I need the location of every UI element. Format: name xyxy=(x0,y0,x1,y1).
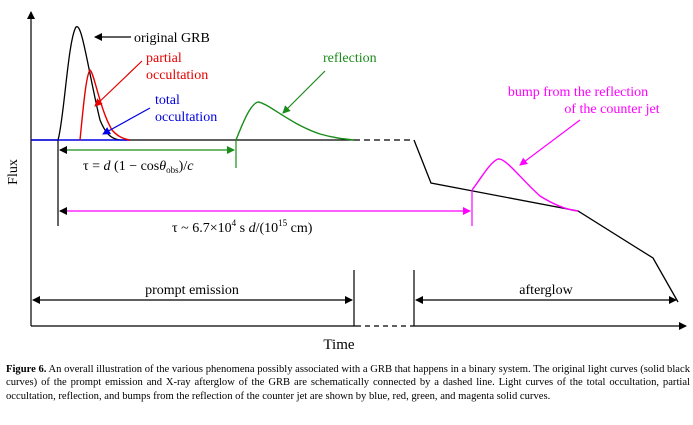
tau-reflection-equation: τ = d (1 − cosθobs)/c xyxy=(83,159,194,175)
total-occultation-arrow xyxy=(102,107,151,135)
original-grb-label: original GRB xyxy=(134,31,210,46)
total-occultation-label-2: occultation xyxy=(155,110,217,125)
partial-occultation-arrow xyxy=(94,60,143,107)
figure-caption: Figure 6. An overall illustration of the… xyxy=(6,363,690,403)
counterjet-label-2: of the counter jet xyxy=(564,102,659,117)
partial-occultation-label-2: occultation xyxy=(146,68,208,83)
counterjet-bump-curve xyxy=(471,158,579,212)
caption-text: An overall illustration of the various p… xyxy=(6,364,691,402)
afterglow-curve xyxy=(413,139,679,303)
partial-occultation-label-1: partial xyxy=(146,51,182,66)
reflection-label: reflection xyxy=(323,51,377,66)
counterjet-label-1: bump from the reflection xyxy=(508,85,648,100)
counterjet-arrow xyxy=(519,119,581,166)
prompt-emission-label: prompt emission xyxy=(145,283,239,298)
flux-axis-label: Flux xyxy=(6,159,21,185)
reflection-arrow xyxy=(282,70,326,114)
time-axis-label: Time xyxy=(323,337,354,353)
partial-occultation-curve xyxy=(79,69,131,141)
caption-label: Figure 6. xyxy=(6,364,47,375)
grb-diagram: Flux Time original GRB partial occultati… xyxy=(6,11,687,353)
total-occultation-label-1: total xyxy=(155,93,180,108)
afterglow-label: afterglow xyxy=(519,283,573,298)
reflection-curve xyxy=(235,101,355,141)
tau-counterjet-equation: τ ~ 6.7×104 s d/(1015 cm) xyxy=(172,218,313,236)
